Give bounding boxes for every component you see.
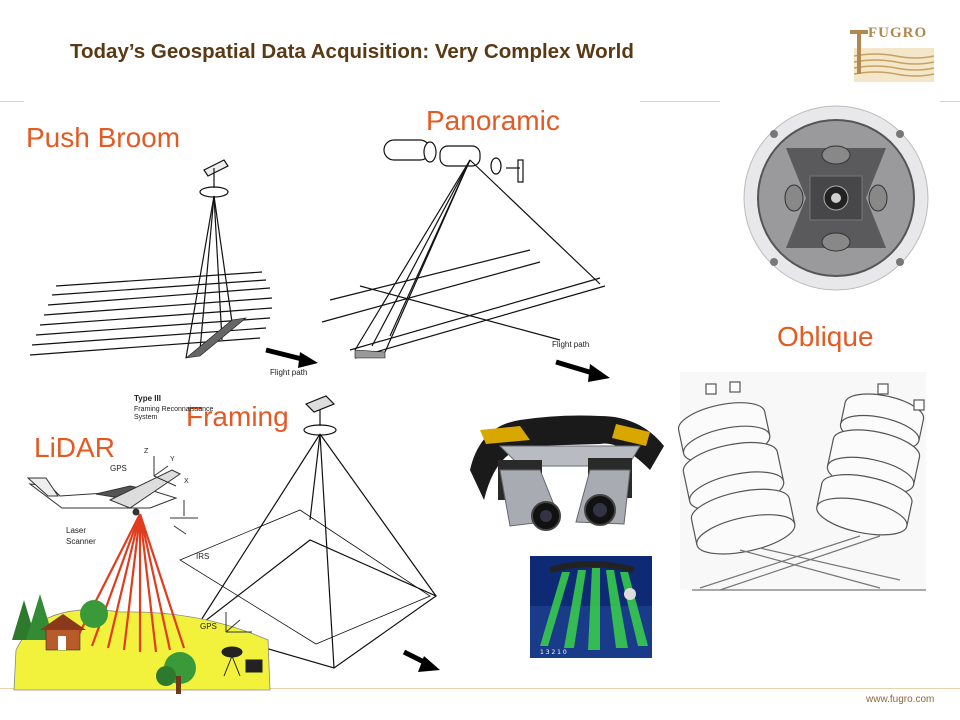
flight-path-label-2: Flight path — [552, 340, 590, 349]
axis-y-label: Y — [170, 456, 175, 463]
scanner-label: Scanner — [66, 537, 96, 546]
fugro-logo: FUGRO — [846, 18, 936, 82]
flight-arrow-2 — [555, 359, 610, 382]
label-oblique: Oblique — [777, 321, 874, 352]
oblique-camera-photo — [743, 105, 929, 291]
framing-diagram — [179, 395, 438, 669]
axis-z-label: Z — [144, 448, 149, 455]
logo-text: FUGRO — [868, 25, 928, 41]
header-rule-mid — [640, 101, 720, 102]
gps-label: GPS — [110, 464, 127, 473]
flight-arrow-1 — [265, 347, 318, 368]
type-iii-label: Type III — [134, 394, 161, 403]
page-title: Today’s Geospatial Data Acquisition: Ver… — [70, 40, 634, 63]
multi-camera-fan-photo: 1 3 2 1 0 — [530, 556, 652, 658]
label-lidar: LiDAR — [34, 432, 115, 463]
panoramic-diagram — [321, 139, 606, 359]
push-broom-diagram — [29, 159, 273, 359]
footer-rule — [0, 688, 960, 689]
gps-ground-label: GPS — [200, 622, 217, 631]
camera-rig-photo — [462, 412, 670, 538]
header-rule-right — [940, 101, 960, 102]
axis-x-label: X — [184, 478, 189, 485]
lidar-diagram — [12, 456, 271, 694]
oblique-cylinder-diagram — [677, 372, 926, 591]
laser-label: Laser — [66, 526, 87, 535]
footer-url[interactable]: www.fugro.com — [866, 694, 935, 705]
irs-label: IRS — [196, 552, 210, 561]
svg-text:1 3 2 1 0: 1 3 2 1 0 — [540, 649, 567, 656]
flight-arrow-3 — [402, 649, 440, 672]
label-panoramic: Panoramic — [426, 105, 560, 136]
label-framing: Framing — [186, 401, 289, 432]
label-push-broom: Push Broom — [26, 122, 181, 153]
framing-system-label: Framing Reconnaissance System — [134, 406, 214, 421]
header-rule-left — [0, 101, 24, 102]
flight-path-label-1: Flight path — [270, 368, 308, 377]
